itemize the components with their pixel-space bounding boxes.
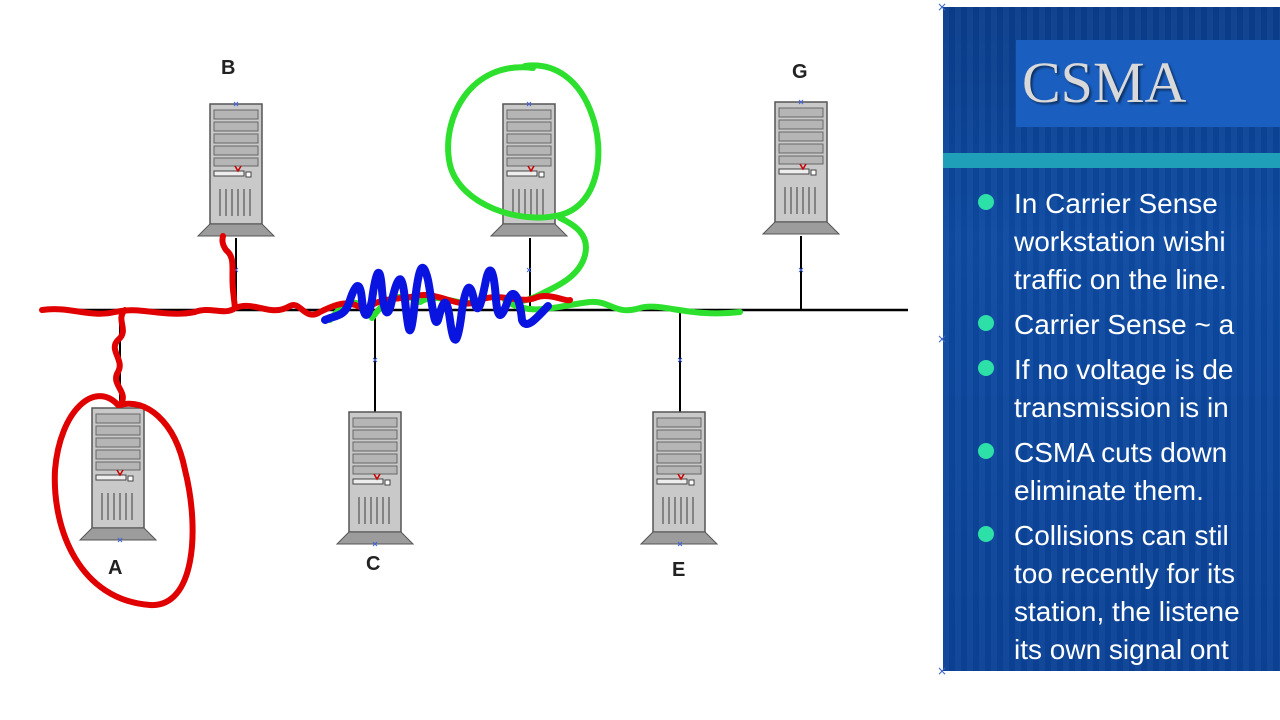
slide-panel: CSMA In Carrier Sense workstation wishi … bbox=[943, 7, 1280, 671]
server-icon-c bbox=[336, 411, 414, 545]
corner-handle-icon: × bbox=[937, 0, 948, 14]
bullet-dot-icon bbox=[978, 194, 994, 210]
title-underline-bar bbox=[943, 153, 1280, 168]
node-label-c: C bbox=[366, 553, 380, 575]
corner-handle-icon: × bbox=[937, 664, 948, 678]
bullet-text: Collisions can stil too recently for its… bbox=[1014, 520, 1240, 665]
server-icon-g bbox=[762, 101, 840, 235]
server-icon-a bbox=[79, 407, 157, 541]
bullet-list: In Carrier Sense workstation wishi traff… bbox=[943, 185, 1280, 671]
blue-annotation bbox=[321, 263, 552, 344]
bullet-item: In Carrier Sense workstation wishi traff… bbox=[943, 185, 1280, 299]
title-box: CSMA bbox=[1016, 40, 1280, 127]
bullet-item: Carrier Sense ~ a bbox=[943, 306, 1280, 344]
connector-marks bbox=[117, 99, 804, 547]
bullet-text: CSMA cuts down eliminate them. bbox=[1014, 437, 1228, 506]
node-label-g: G bbox=[792, 61, 808, 83]
bullet-item: If no voltage is de transmission is in bbox=[943, 351, 1280, 427]
slide-title: CSMA bbox=[1022, 50, 1187, 115]
green-annotation bbox=[327, 62, 743, 323]
node-label-a: A bbox=[108, 557, 122, 579]
server-icon-b bbox=[197, 103, 275, 237]
node-label-b: B bbox=[221, 57, 235, 79]
network-diagram: A B C E G bbox=[39, 57, 908, 609]
bullet-item: Collisions can stil too recently for its… bbox=[943, 517, 1280, 669]
bullet-dot-icon bbox=[978, 526, 994, 542]
bullet-item: CSMA cuts down eliminate them. bbox=[943, 434, 1280, 510]
node-label-e: E bbox=[672, 559, 685, 581]
bullet-dot-icon bbox=[978, 443, 994, 459]
bullet-text: If no voltage is de transmission is in bbox=[1014, 354, 1234, 423]
bullet-text: Carrier Sense ~ a bbox=[1014, 309, 1235, 340]
corner-handle-icon: × bbox=[937, 332, 948, 346]
server-icon-e bbox=[640, 411, 718, 545]
bullet-text: In Carrier Sense workstation wishi traff… bbox=[1014, 188, 1227, 295]
bullet-dot-icon bbox=[978, 315, 994, 331]
bullet-dot-icon bbox=[978, 360, 994, 376]
